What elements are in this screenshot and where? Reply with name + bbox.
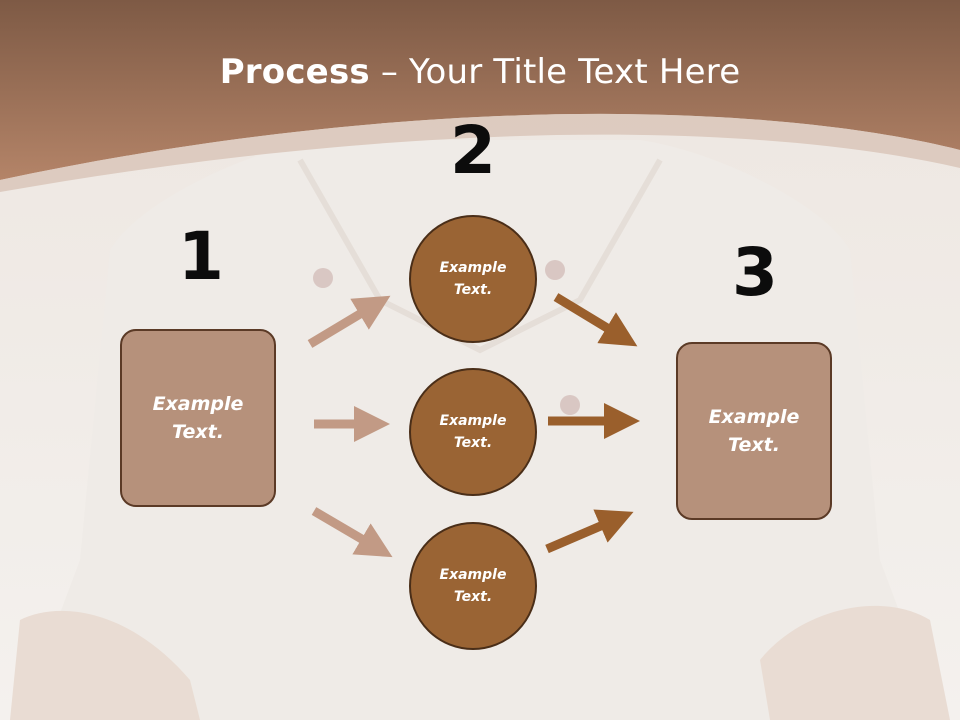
circle-bottom-text: Example Text.	[439, 566, 507, 605]
step-number-3: 3	[732, 234, 778, 311]
arrow-top-to-right	[553, 293, 638, 347]
arrow-bottom-to-right	[545, 509, 634, 554]
title-bold: Process	[219, 52, 370, 92]
arrow-left-to-top	[307, 295, 391, 348]
step-1-box: Example Text.	[120, 329, 276, 507]
slide-title: Process – Your Title Text Here	[0, 52, 960, 92]
step-3-text: Example Text.	[708, 405, 800, 457]
step-1-text: Example Text.	[152, 392, 244, 444]
step-number-1: 1	[178, 218, 224, 295]
arrow-left-to-bottom	[311, 507, 393, 558]
circle-bottom: Example Text.	[409, 522, 537, 650]
title-rest: – Your Title Text Here	[369, 52, 741, 92]
circle-middle: Example Text.	[409, 368, 537, 496]
circle-middle-text: Example Text.	[439, 412, 507, 451]
circle-top-text: Example Text.	[439, 259, 507, 298]
step-number-2: 2	[450, 112, 496, 189]
step-3-box: Example Text.	[676, 342, 832, 520]
circle-top: Example Text.	[409, 215, 537, 343]
